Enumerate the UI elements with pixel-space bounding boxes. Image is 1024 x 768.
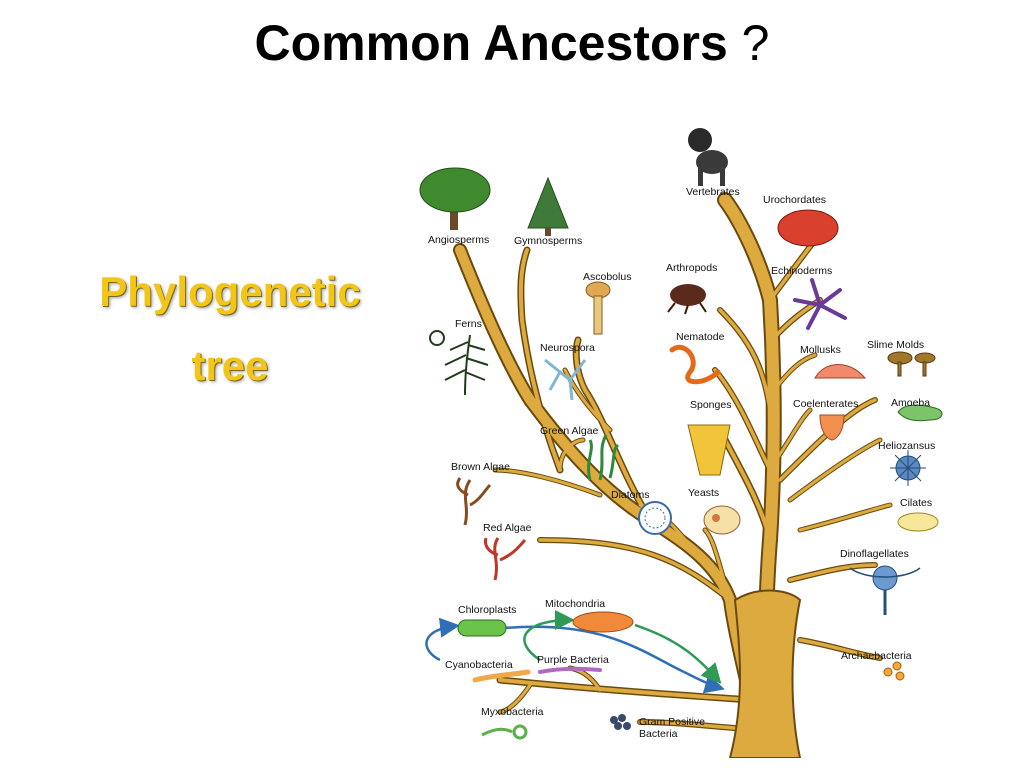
label-archaebacteria: Archaebacteria — [841, 650, 912, 662]
label-yeasts: Yeasts — [688, 487, 719, 499]
yeast-icon — [703, 505, 741, 535]
urochordate-icon — [777, 209, 839, 247]
echinoderm-starfish-icon — [793, 278, 847, 330]
phylogenetic-tree-diagram: Angiosperms Gymnosperms Ferns Ascobolus … — [419, 128, 943, 758]
label-amoeba: Amoeba — [891, 397, 930, 409]
label-vertebrates: Vertebrates — [686, 186, 740, 198]
vertebrate-poodle-icon — [688, 128, 728, 186]
ciliate-icon — [897, 512, 939, 532]
label-ascobolus: Ascobolus — [583, 271, 631, 283]
ascobolus-mushroom-icon — [585, 281, 611, 335]
label-green-algae: Green Algae — [540, 425, 599, 437]
coelenterate-icon — [819, 414, 845, 441]
brown-algae-icon — [456, 477, 492, 526]
label-diatoms: Diatoms — [611, 489, 650, 501]
tree-trunk — [728, 589, 802, 758]
label-ferns: Ferns — [455, 318, 482, 330]
chloroplast-icon — [457, 619, 507, 637]
label-sponges: Sponges — [690, 399, 731, 411]
tree-labels: Angiosperms Gymnosperms Ferns Ascobolus … — [428, 186, 935, 740]
label-cilates: Cilates — [900, 497, 932, 509]
myxobacteria-icon — [481, 724, 528, 740]
label-angiosperms: Angiosperms — [428, 234, 489, 246]
nematode-worm-icon — [669, 345, 721, 385]
green-arrow-mitochondria-to-trunk — [634, 623, 722, 684]
label-cyanobacteria: Cyanobacteria — [445, 659, 513, 671]
label-mitochondria: Mitochondria — [545, 598, 605, 610]
gymnosperm-conifer-icon — [527, 176, 569, 236]
fern-icon — [429, 330, 489, 396]
subtitle-line-2: tree — [191, 342, 269, 389]
label-red-algae: Red Algae — [483, 522, 532, 534]
green-arrow-purple-bacteria-to-mitochondria — [523, 610, 575, 662]
label-gram-positive-line1: Gram Positive — [639, 716, 705, 728]
label-echinoderms: Echinoderms — [771, 265, 832, 277]
sponge-icon — [687, 424, 731, 476]
slide-title: Common Ancestors ? — [0, 14, 1024, 72]
label-dinoflagellates: Dinoflagellates — [840, 548, 909, 560]
label-coelenterates: Coelenterates — [793, 398, 858, 410]
title-text: Common Ancestors — [254, 15, 728, 71]
mitochondrion-icon — [572, 611, 634, 633]
green-algae-icon — [587, 434, 620, 481]
archaebacteria-icon — [883, 661, 905, 681]
label-chloroplasts: Chloroplasts — [458, 604, 516, 616]
mollusk-icon — [814, 364, 867, 379]
slime-mold-icon — [887, 351, 936, 377]
heliozoan-icon — [890, 450, 926, 486]
subtitle-line-1: Phylogenetic — [99, 268, 361, 315]
label-arthropods: Arthropods — [666, 262, 717, 274]
gram-positive-bacteria-icon — [610, 714, 631, 730]
arthropod-flea-icon — [667, 284, 707, 315]
red-algae-icon — [484, 537, 527, 581]
label-myxobacteria: Myxobacteria — [481, 706, 544, 718]
label-slime-molds: Slime Molds — [867, 339, 924, 351]
neurospora-hyphae-icon — [544, 358, 587, 401]
cyanobacteria-icon — [472, 669, 531, 683]
blue-arrow-cyanobacteria-to-chloroplast — [425, 617, 460, 662]
title-question-mark: ? — [741, 15, 770, 71]
label-neurospora: Neurospora — [540, 342, 595, 354]
label-brown-algae: Brown Algae — [451, 461, 510, 473]
dinoflagellate-icon — [849, 565, 921, 615]
label-gymnosperms: Gymnosperms — [514, 235, 582, 247]
label-urochordates: Urochordates — [763, 194, 826, 206]
angiosperm-tree-icon — [419, 167, 491, 230]
label-heliozansus: Heliozansus — [878, 440, 935, 452]
label-gram-positive-line2: Bacteria — [639, 728, 678, 740]
label-purple-bacteria: Purple Bacteria — [537, 654, 609, 666]
purple-bacteria-icon — [538, 666, 602, 674]
diatom-icon — [638, 501, 672, 535]
amoeba-icon — [897, 404, 943, 422]
label-nematode: Nematode — [676, 331, 725, 343]
label-mollusks: Mollusks — [800, 344, 841, 356]
